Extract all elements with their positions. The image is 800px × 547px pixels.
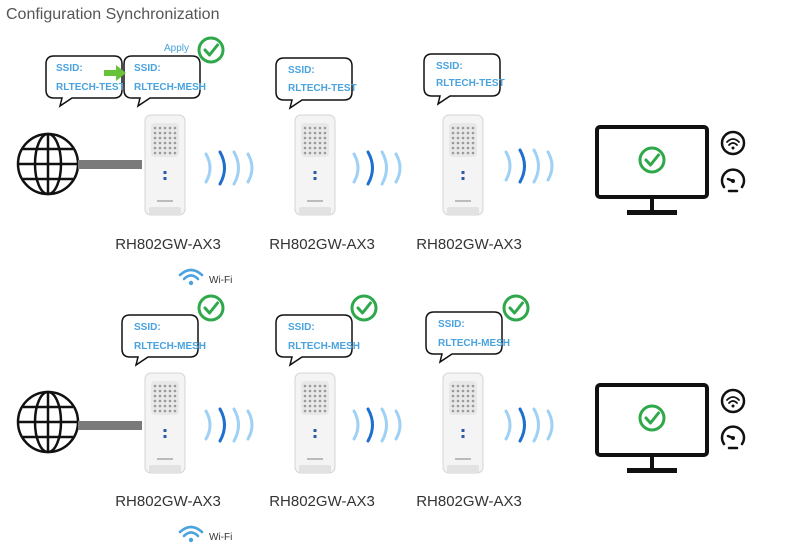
check-icon	[197, 294, 225, 322]
ethernet-cable	[78, 421, 142, 430]
diagram-title: Configuration Synchronization	[6, 6, 220, 23]
router-model-label: RH802GW-AX3	[115, 493, 221, 510]
wifi-status-icon	[720, 388, 746, 414]
wifi-label: Wi-Fi	[209, 275, 232, 286]
ssid-value: RLTECH-TEST	[56, 82, 125, 93]
wireless-signal-icon	[504, 148, 554, 184]
ethernet-cable	[78, 160, 142, 169]
ssid-value: RLTECH-TEST	[436, 78, 505, 89]
check-icon	[502, 294, 530, 322]
internet-globe-icon	[16, 132, 80, 196]
mesh-router	[294, 372, 336, 474]
wifi-icon	[178, 525, 204, 544]
mesh-router	[144, 114, 186, 216]
check-icon	[197, 36, 225, 64]
router-model-label: RH802GW-AX3	[416, 236, 522, 253]
router-model-label: RH802GW-AX3	[269, 236, 375, 253]
ssid-label: SSID:	[56, 63, 83, 74]
ssid-label: SSID:	[288, 65, 315, 76]
ssid-label: SSID:	[134, 322, 161, 333]
wireless-signal-icon	[204, 407, 254, 443]
ssid-value: RLTECH-MESH	[134, 82, 206, 93]
router-model-label: RH802GW-AX3	[269, 493, 375, 510]
wifi-label: Wi-Fi	[209, 532, 232, 543]
ssid-value: RLTECH-MESH	[438, 338, 510, 349]
router-model-label: RH802GW-AX3	[115, 236, 221, 253]
wireless-signal-icon	[352, 150, 402, 186]
mesh-router	[442, 114, 484, 216]
check-icon	[350, 294, 378, 322]
ssid-label: SSID:	[288, 322, 315, 333]
speedometer-icon	[720, 168, 746, 193]
sync-arrow-icon	[104, 65, 126, 81]
speedometer-icon	[720, 425, 746, 450]
ssid-value: RLTECH-TEST	[288, 83, 357, 94]
apply-label: Apply	[164, 43, 189, 54]
wireless-signal-icon	[204, 150, 254, 186]
router-model-label: RH802GW-AX3	[416, 493, 522, 510]
ssid-label: SSID:	[134, 63, 161, 74]
mesh-router	[294, 114, 336, 216]
mesh-router	[144, 372, 186, 474]
wireless-signal-icon	[352, 407, 402, 443]
wireless-signal-icon	[504, 407, 554, 443]
ssid-value: RLTECH-MESH	[288, 341, 360, 352]
wifi-icon	[178, 268, 204, 287]
mesh-router	[442, 372, 484, 474]
internet-globe-icon	[16, 390, 80, 454]
ssid-label: SSID:	[438, 319, 465, 330]
ssid-label: SSID:	[436, 61, 463, 72]
ssid-value: RLTECH-MESH	[134, 341, 206, 352]
wifi-status-icon	[720, 130, 746, 156]
